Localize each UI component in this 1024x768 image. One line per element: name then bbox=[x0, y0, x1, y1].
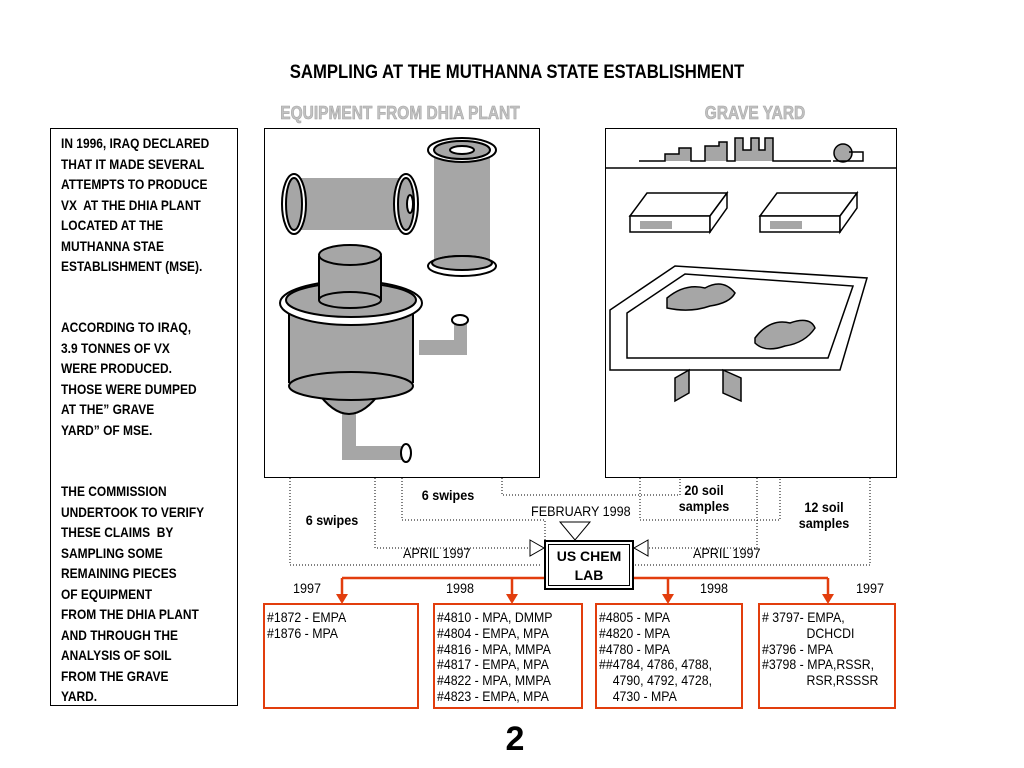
april-1997-right-label: APRIL 1997 bbox=[693, 545, 761, 561]
april-1997-left-label: APRIL 1997 bbox=[403, 545, 471, 561]
result-box-1 bbox=[263, 603, 419, 709]
skyline-drawing bbox=[639, 137, 831, 162]
arrow-head-box-2 bbox=[506, 594, 518, 604]
reactor-vessel-drawing bbox=[279, 244, 469, 463]
equipment-illustration bbox=[279, 137, 497, 463]
arrow-head-box-3 bbox=[662, 594, 674, 604]
result-text-3: #4805 - MPA #4820 - MPA #4780 - MPA ##47… bbox=[599, 609, 713, 704]
result-box-3 bbox=[595, 603, 743, 709]
intro-box bbox=[50, 128, 238, 706]
result-text-4: # 3797- EMPA, DCHCDI #3796 - MPA #3798 -… bbox=[762, 609, 879, 689]
february-1998-label: FEBRUARY 1998 bbox=[531, 503, 631, 519]
horizontal-pipe-drawing bbox=[281, 173, 419, 235]
intro-paragraph-declaration: IN 1996, IRAQ DECLARED THAT IT MADE SEVE… bbox=[61, 136, 210, 274]
intro-paragraph-production: ACCORDING TO IRAQ, 3.9 TONNES OF VX WERE… bbox=[61, 320, 197, 438]
us-chem-lab-box bbox=[544, 540, 634, 590]
result-box-2 bbox=[433, 603, 583, 709]
us-chem-lab-label: US CHEM LAB bbox=[548, 544, 630, 586]
graveyard-illustration bbox=[605, 137, 897, 403]
page-number: 2 bbox=[505, 720, 525, 758]
dump-pit-drawing bbox=[609, 265, 868, 403]
equipment-panel bbox=[264, 128, 540, 478]
shed-drawing-right bbox=[758, 190, 859, 235]
soil-1998-label: 20 soil samples bbox=[678, 482, 730, 514]
year-label-3: 1998 bbox=[700, 580, 729, 596]
year-label-2: 1998 bbox=[446, 580, 475, 596]
arrow-into-lab-left bbox=[529, 539, 546, 557]
equipment-panel-title: EQUIPMENT FROM DHIA PLANT bbox=[280, 103, 520, 124]
slide-title: SAMPLING AT THE MUTHANNA STATE ESTABLISH… bbox=[289, 62, 745, 83]
result-text-2: #4810 - MPA, DMMP #4804 - EMPA, MPA #481… bbox=[437, 609, 553, 704]
result-box-4 bbox=[758, 603, 896, 709]
year-label-4: 1997 bbox=[856, 580, 885, 596]
soil-1997-label: 12 soil samples bbox=[798, 499, 850, 531]
shed-drawing-left bbox=[628, 190, 729, 235]
swipes-1998-label: 6 swipes bbox=[421, 487, 475, 503]
graveyard-panel bbox=[605, 128, 897, 478]
vertical-pipe-drawing bbox=[427, 137, 497, 277]
arrow-into-lab-top bbox=[558, 521, 592, 541]
arrow-into-lab-right bbox=[632, 539, 649, 557]
arrow-head-box-1 bbox=[336, 594, 348, 604]
graveyard-panel-title: GRAVE YARD bbox=[704, 103, 806, 124]
arrow-head-box-4 bbox=[822, 594, 834, 604]
swipes-1997-label: 6 swipes bbox=[305, 512, 359, 528]
intro-paragraph-commission: THE COMMISSION UNDERTOOK TO VERIFY THESE… bbox=[61, 484, 205, 704]
result-text-1: #1872 - EMPA #1876 - MPA bbox=[267, 609, 347, 641]
year-label-1: 1997 bbox=[293, 580, 322, 596]
